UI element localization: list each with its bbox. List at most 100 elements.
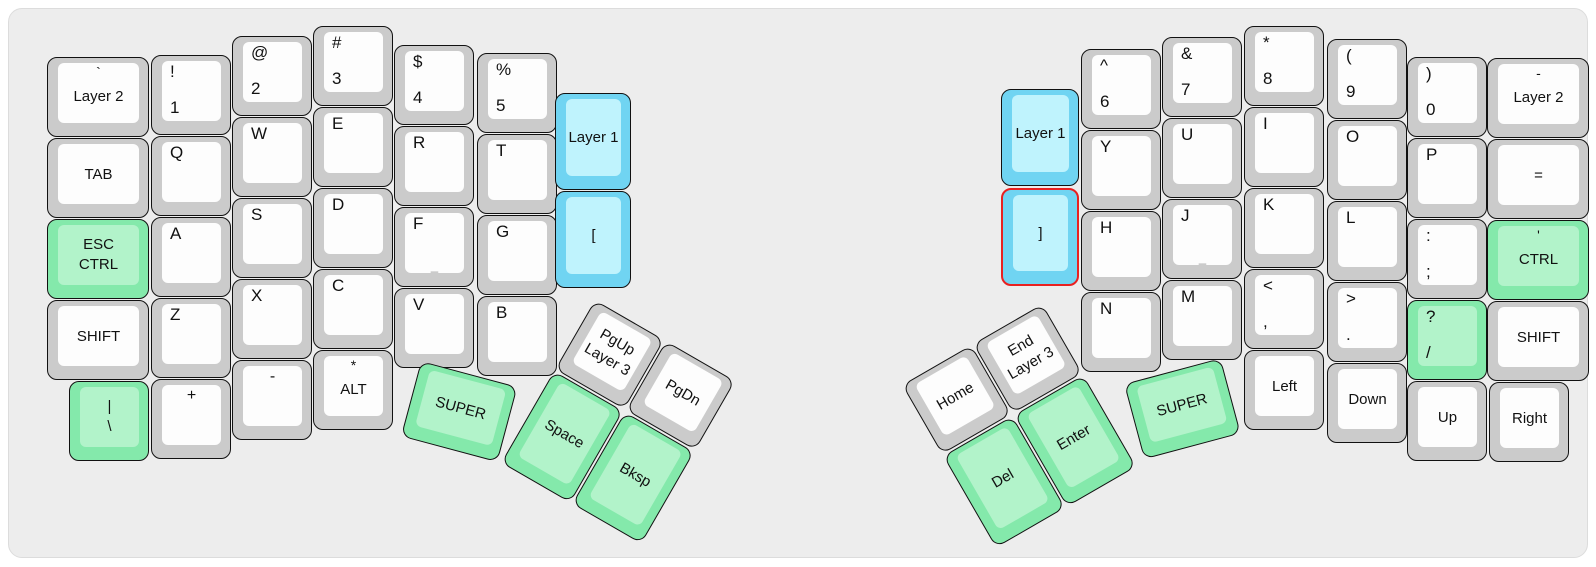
key-label: CTRL [78, 256, 119, 273]
key-period[interactable]: >. [1327, 282, 1407, 362]
keycap-top: &7 [1173, 43, 1232, 103]
keycap-top: Down [1338, 369, 1397, 429]
key-e[interactable]: E [313, 107, 393, 187]
key-k[interactable]: K [1244, 188, 1324, 268]
key-l[interactable]: L [1327, 201, 1407, 281]
key-shift-right[interactable]: SHIFT [1487, 301, 1589, 381]
key-label: CTRL [1518, 250, 1559, 268]
keycap-top: Home [914, 355, 996, 437]
key-label-wrap: PgDn [643, 352, 724, 433]
keycap-top: D [324, 194, 383, 254]
key-x[interactable]: X [232, 279, 312, 359]
key-a[interactable]: A [151, 217, 231, 297]
key-tab[interactable]: TAB [47, 138, 149, 218]
key-n[interactable]: N [1081, 292, 1161, 372]
key-7[interactable]: &7 [1162, 37, 1242, 117]
key-label-wrap: SHIFT [1498, 307, 1579, 367]
key-0[interactable]: )0 [1407, 57, 1487, 137]
key-t[interactable]: T [477, 134, 557, 214]
key-r[interactable]: R [394, 126, 474, 206]
key-label: / [1426, 343, 1431, 362]
key-b[interactable]: B [477, 296, 557, 376]
key-pipe-backslash[interactable]: |\ [69, 381, 149, 461]
keycap-top: SHIFT [1498, 307, 1579, 367]
key-label: Q [170, 143, 184, 162]
key-8[interactable]: *8 [1244, 26, 1324, 106]
key-plus[interactable]: + [151, 379, 231, 459]
key-label: O [1346, 127, 1360, 146]
key-label-wrap: |\ [80, 387, 139, 447]
key-label: PgDn [662, 375, 704, 410]
key-label: Up [1437, 408, 1458, 426]
key-label-wrap: Layer 1 [1012, 95, 1069, 172]
key-right-arrow[interactable]: Right [1489, 382, 1569, 462]
key-label: \ [107, 418, 112, 435]
key-label: D [332, 195, 345, 214]
key-2[interactable]: @2 [232, 36, 312, 116]
key-equals[interactable]: = [1487, 139, 1589, 219]
key-layer1-left[interactable]: Layer 1 [555, 93, 631, 190]
key-d[interactable]: D [313, 188, 393, 268]
key-up-arrow[interactable]: Up [1407, 381, 1487, 461]
key-label-wrap: Home [915, 355, 996, 436]
key-super-right[interactable]: SUPER [1124, 358, 1241, 460]
key-h[interactable]: H [1081, 211, 1161, 291]
key-label: V [413, 295, 425, 314]
keycap-top: Z [162, 304, 221, 364]
key-o[interactable]: O [1327, 120, 1407, 200]
key-alt[interactable]: *ALT [313, 350, 393, 430]
key-c[interactable]: C [313, 269, 393, 349]
key-layer1-right[interactable]: Layer 1 [1001, 89, 1079, 186]
key-q[interactable]: Q [151, 136, 231, 216]
homing-mark: _ [430, 258, 439, 273]
key-u[interactable]: U [1162, 118, 1242, 198]
key-slash[interactable]: ?/ [1407, 300, 1487, 380]
key-z[interactable]: Z [151, 298, 231, 378]
key-y[interactable]: Y [1081, 130, 1161, 210]
key-label: ) [1426, 64, 1432, 83]
key-v[interactable]: V [394, 288, 474, 368]
key-w[interactable]: W [232, 117, 312, 197]
key-5[interactable]: %5 [477, 53, 557, 133]
key-4[interactable]: $4 [394, 45, 474, 125]
key-s[interactable]: S [232, 198, 312, 278]
key-label: + [186, 387, 197, 404]
key-label: 5 [496, 96, 506, 115]
key-9[interactable]: (9 [1327, 39, 1407, 119]
key-right-bracket[interactable]: ] [1001, 188, 1079, 286]
key-g[interactable]: G [477, 215, 557, 295]
key-minus-layer2[interactable]: -Layer 2 [1487, 58, 1589, 138]
key-label: ] [1038, 224, 1043, 242]
key-f[interactable]: F_ [394, 207, 474, 287]
key-3[interactable]: #3 [313, 26, 393, 106]
key-i[interactable]: I [1244, 107, 1324, 187]
key-label: : [1426, 226, 1431, 245]
key-minus[interactable]: - [232, 360, 312, 440]
key-m[interactable]: M [1162, 280, 1242, 360]
key-p[interactable]: P [1407, 138, 1487, 218]
key-layer2-left[interactable]: `Layer 2 [47, 57, 149, 137]
key-j[interactable]: J_ [1162, 199, 1242, 279]
key-1[interactable]: !1 [151, 55, 231, 135]
keycap-top: N [1092, 298, 1151, 358]
key-super-left[interactable]: SUPER [400, 361, 518, 463]
key-down-arrow[interactable]: Down [1327, 363, 1407, 443]
key-left-arrow[interactable]: Left [1244, 350, 1324, 430]
key-label: T [496, 141, 507, 160]
key-label: 6 [1100, 92, 1110, 111]
keycap-top: I [1255, 113, 1314, 173]
key-comma[interactable]: <, [1244, 269, 1324, 349]
key-label: % [496, 60, 512, 79]
key-label: ^ [1100, 56, 1108, 75]
key-quote-ctrl[interactable]: 'CTRL [1487, 220, 1589, 300]
key-left-bracket[interactable]: [ [555, 191, 631, 288]
keycap-top: K [1255, 194, 1314, 254]
keycap-top: TAB [58, 144, 139, 204]
key-6[interactable]: ^6 [1081, 49, 1161, 129]
key-label: & [1181, 44, 1193, 63]
key-shift-left[interactable]: SHIFT [47, 300, 149, 380]
key-semicolon[interactable]: :; [1407, 219, 1487, 299]
